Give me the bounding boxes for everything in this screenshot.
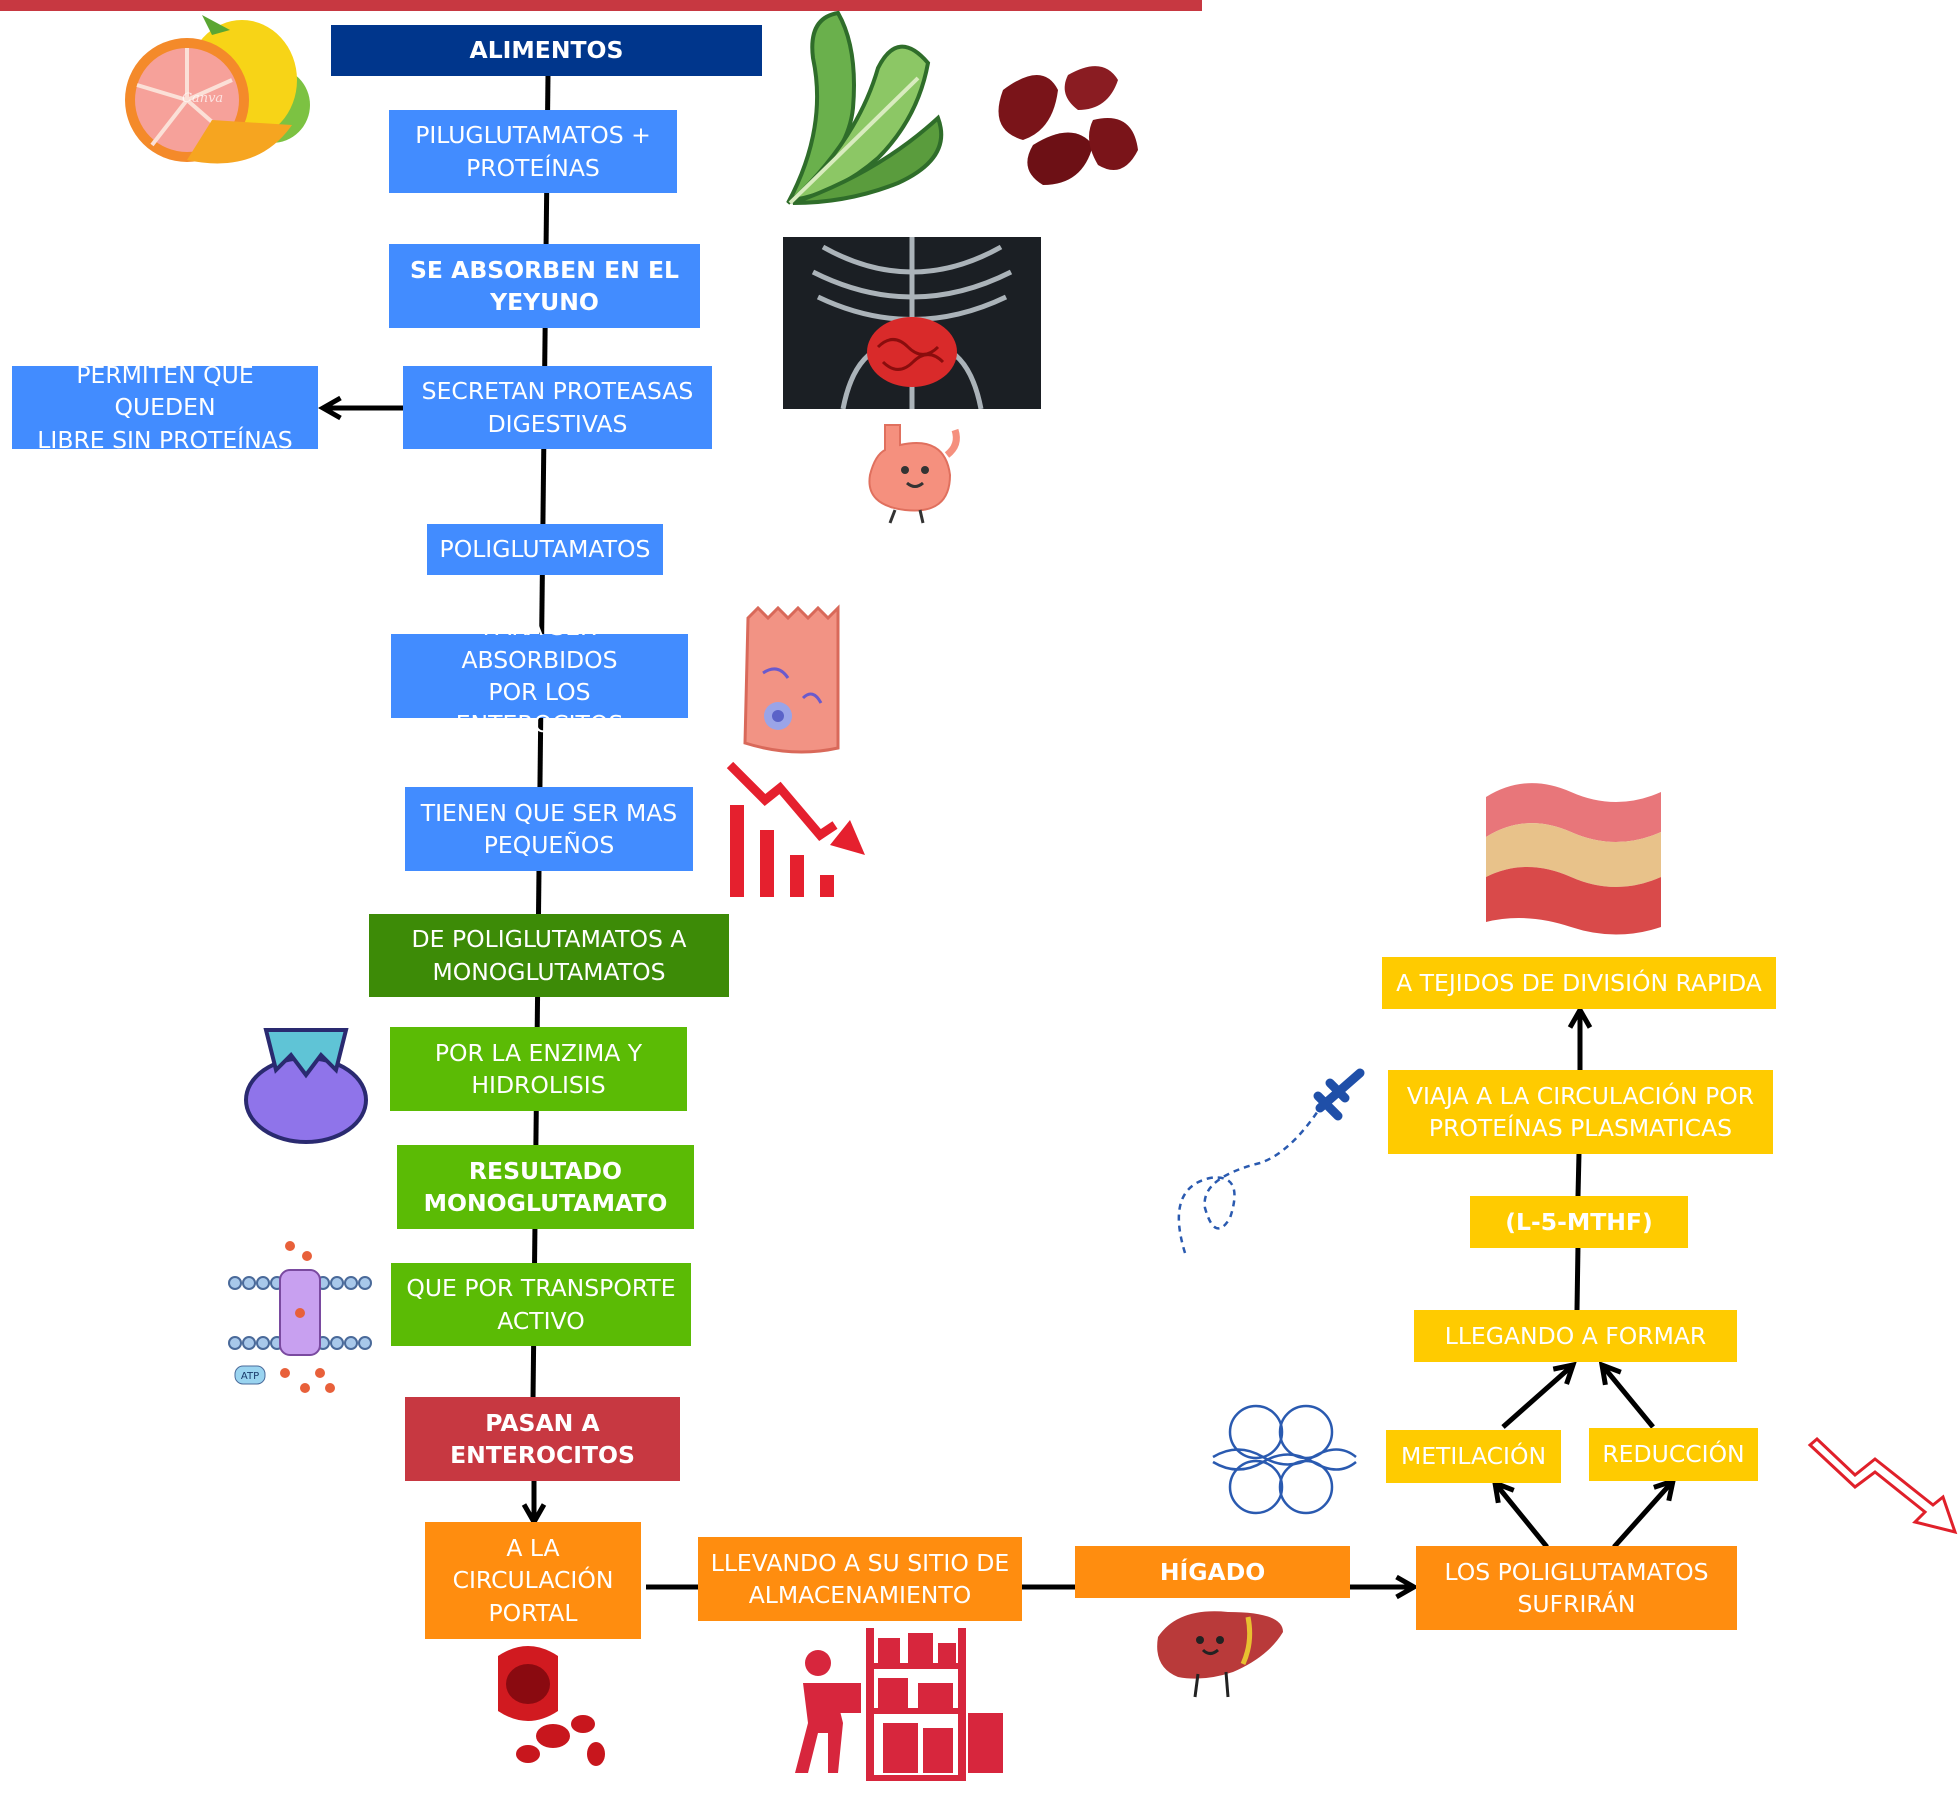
arrow-to-metilacion — [1491, 1479, 1549, 1549]
liver-character-icon — [1157, 1611, 1283, 1698]
liver-meat-icon — [998, 66, 1138, 185]
node-sufriran: LOS POLIGLUTAMATOS SUFRIRÁN — [1416, 1546, 1737, 1630]
node-alimentos: ALIMENTOS — [331, 25, 762, 76]
node-permiten: PERMITEN QUE QUEDEN LIBRE SIN PROTEÍNAS — [12, 361, 318, 454]
node-higado: HÍGADO — [1075, 1546, 1350, 1598]
node-piluglutamatos: PILUGLUTAMATOS + PROTEÍNAS — [389, 110, 677, 193]
dna-chromatin-icon — [1212, 1404, 1357, 1515]
node-llevando: LLEVANDO A SU SITIO DE ALMACENAMIENTO — [698, 1537, 1022, 1621]
node-secretan: SECRETAN PROTEASAS DIGESTIVAS — [403, 366, 712, 449]
arrow-reduccion-llegando — [1598, 1361, 1655, 1429]
node-tejidos: A TEJIDOS DE DIVISIÓN RAPIDA — [1382, 957, 1776, 1009]
atp-label: ATP — [241, 1371, 259, 1382]
enzyme-icon — [244, 1028, 368, 1144]
membrane-transport-icon: ATP — [228, 1241, 372, 1393]
leafy-greens-icon — [786, 10, 944, 205]
node-resultado: RESULTADO MONOGLUTAMATO — [397, 1145, 694, 1229]
node-poliglutamatos: POLIGLUTAMATOS — [427, 524, 663, 575]
airplane-path-icon — [1177, 1068, 1365, 1254]
watermark-label: Canva — [182, 91, 223, 106]
node-reduccion: REDUCCIÓN — [1589, 1428, 1758, 1481]
node-para-ser: PARA SER ABSORBIDOS POR LOS ENTEROCITOS — [391, 613, 688, 738]
down-trend-arrow-icon — [1807, 1437, 1958, 1535]
blood-cells-icon — [498, 1646, 605, 1766]
stomach-character-icon — [868, 424, 960, 524]
node-transporte: QUE POR TRANSPORTE ACTIVO — [391, 1263, 691, 1346]
node-mthf: (L-5-MTHF) — [1470, 1196, 1688, 1248]
node-de-poliglutamatos: DE POLIGLUTAMATOS A MONOGLUTAMATOS — [369, 914, 729, 997]
node-tienen: TIENEN QUE SER MAS PEQUEÑOS — [405, 787, 693, 871]
declining-chart-icon — [726, 761, 865, 897]
line-mthf-viaja — [1575, 1152, 1582, 1197]
node-llegando: LLEGANDO A FORMAR — [1414, 1310, 1737, 1362]
arrow-metilacion-llegando — [1501, 1361, 1577, 1429]
citrus-fruits-icon: Canva — [125, 15, 310, 164]
node-absorben: SE ABSORBEN EN EL YEYUNO — [389, 244, 700, 328]
node-metilacion: METILACIÓN — [1386, 1430, 1561, 1483]
warehouse-worker-icon — [795, 1628, 1003, 1781]
node-viaja: VIAJA A LA CIRCULACIÓN POR PROTEÍNAS PLA… — [1388, 1070, 1773, 1154]
enterocyte-cell-icon — [743, 604, 840, 754]
tissue-layers-icon — [1486, 783, 1661, 935]
node-circulacion-portal: A LA CIRCULACIÓN PORTAL — [425, 1522, 641, 1639]
node-por-enzima: POR LA ENZIMA Y HIDROLISIS — [390, 1027, 687, 1111]
line-llegando-mthf — [1574, 1244, 1581, 1311]
arrow-to-reduccion — [1612, 1477, 1677, 1549]
xray-intestine-icon — [783, 237, 1041, 409]
top-accent-bar — [0, 0, 1202, 11]
node-pasan: PASAN A ENTEROCITOS — [405, 1397, 680, 1481]
